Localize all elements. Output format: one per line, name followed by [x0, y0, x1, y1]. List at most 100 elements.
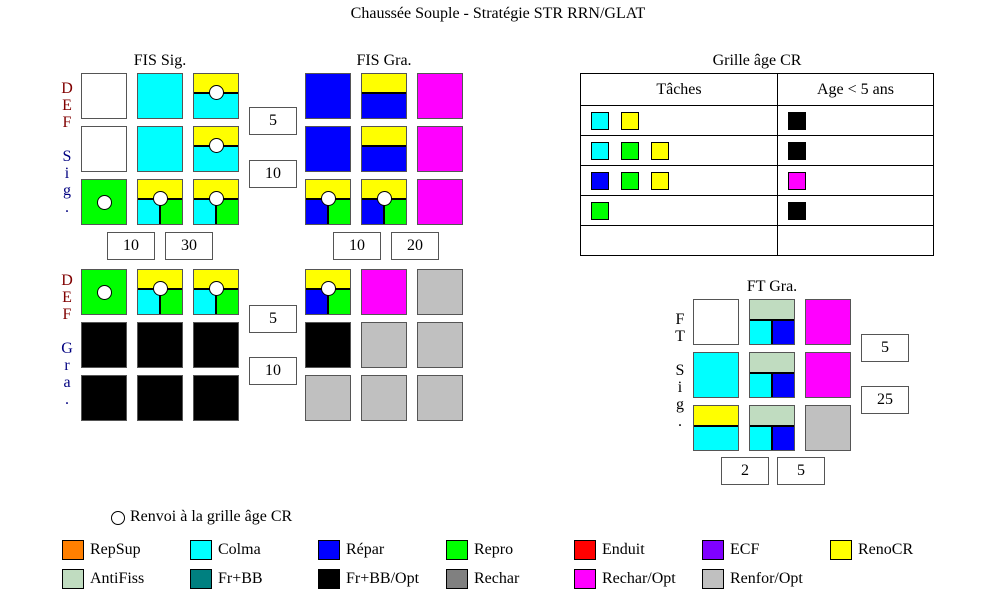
task-part — [362, 200, 383, 224]
legend-label: Enduit — [602, 541, 645, 558]
task-bottom — [362, 200, 406, 224]
grille-row — [580, 195, 935, 226]
fis-sig-threshold-1: 10 — [107, 232, 155, 260]
task-part — [362, 94, 406, 118]
task-bottom — [138, 290, 182, 314]
circle-icon — [209, 281, 224, 296]
axis-label-letter: i — [64, 165, 70, 182]
task-swatch-RenoCR — [651, 171, 669, 190]
legend-label: Fr+BB — [218, 570, 263, 587]
legend-label: RepSup — [90, 541, 141, 558]
axis-label-letter: T — [675, 328, 685, 345]
grille-row — [580, 135, 935, 166]
legend-swatch — [62, 540, 84, 560]
legend-item: Renfor/Opt — [702, 569, 803, 589]
task-swatch-Colma — [591, 141, 609, 160]
task-swatch-Fr+BB/Opt — [787, 111, 806, 130]
def-gra-threshold-2: 10 — [249, 357, 297, 385]
task-bottom — [138, 200, 182, 224]
legend-label: Colma — [218, 541, 261, 558]
legend-label: Rechar — [474, 570, 520, 587]
grille-tasks-cell — [580, 195, 778, 226]
grille-row — [580, 105, 935, 136]
axis-label-letter: a — [63, 374, 71, 391]
task-part — [159, 200, 182, 224]
fis-gra-cell — [417, 73, 463, 119]
def-gra-sig-cell — [193, 375, 239, 421]
grille-tasks-cell — [580, 225, 778, 256]
grille-title: Grille âge CR — [712, 52, 802, 69]
legend-item: Repro — [446, 540, 513, 560]
ft-gra-cell — [749, 405, 795, 451]
legend-item: AntiFiss — [62, 569, 144, 589]
ft-gra-title: FT Gra. — [746, 278, 798, 295]
fis-gra-threshold-1: 10 — [333, 232, 381, 260]
task-swatch-Rechar/Opt — [787, 171, 806, 190]
task-swatch-RenoCR — [621, 111, 639, 130]
circle-icon — [209, 85, 224, 100]
fis-gra-cell — [305, 73, 351, 119]
axis-label-letter: E — [62, 97, 72, 114]
def-gra-sig-cell — [193, 322, 239, 368]
task-top — [362, 74, 406, 94]
task-part — [771, 321, 794, 344]
axis-label-letter: g — [676, 396, 684, 413]
ft-gra-cell — [749, 299, 795, 345]
note-label: Renvoi à la grille âge CR — [130, 508, 293, 525]
legend-label: AntiFiss — [90, 570, 145, 587]
task-part — [771, 427, 794, 450]
fis-sig-cell — [81, 126, 127, 172]
task-bottom — [194, 290, 238, 314]
legend-swatch — [190, 569, 212, 589]
def-gra-gra-cell — [417, 269, 463, 315]
def-gra-sig-cell — [137, 375, 183, 421]
fis-sig-cell — [137, 73, 183, 119]
legend-item: Répar — [318, 540, 384, 560]
task-part — [159, 290, 182, 314]
fis-gra-cell — [417, 179, 463, 225]
task-bottom — [362, 94, 406, 118]
header-age: Age < 5 ans — [776, 73, 935, 106]
legend-swatch — [446, 540, 468, 560]
legend-label: Rechar/Opt — [602, 570, 676, 587]
task-bottom — [306, 200, 350, 224]
fis-gra-cell — [361, 126, 407, 172]
legend-label: ECF — [730, 541, 760, 558]
task-part — [383, 200, 406, 224]
legend-item: Rechar — [446, 569, 519, 589]
task-part — [138, 200, 159, 224]
task-part — [194, 290, 215, 314]
legend-item: Rechar/Opt — [574, 569, 676, 589]
legend-item: RepSup — [62, 540, 141, 560]
axis-label-letter: E — [62, 289, 72, 306]
axis-label-letter: G — [61, 340, 73, 357]
legend-item: ECF — [702, 540, 759, 560]
task-bottom — [694, 427, 738, 450]
task-bottom — [750, 427, 794, 450]
grille-tasks-cell — [580, 135, 778, 166]
task-part — [327, 200, 350, 224]
circle-icon — [153, 281, 168, 296]
task-part — [138, 290, 159, 314]
legend-swatch — [702, 569, 724, 589]
axis-label-letter: F — [675, 311, 685, 328]
def-gra-gra-cell — [361, 375, 407, 421]
legend-swatch — [574, 569, 596, 589]
def-sig-threshold-2: 10 — [249, 160, 297, 188]
axis-label-letter: F — [62, 114, 72, 131]
def-gra-gra-cell — [361, 322, 407, 368]
ft-gra-cell — [805, 405, 851, 451]
task-part — [306, 200, 327, 224]
legend-swatch — [190, 540, 212, 560]
fis-sig-threshold-2: 30 — [165, 232, 213, 260]
def-gra-sig-cell — [81, 322, 127, 368]
legend-item: Colma — [190, 540, 261, 560]
task-swatch-Repro — [621, 141, 639, 160]
grille-tasks-cell — [580, 165, 778, 196]
def-gra-gra-cell — [361, 269, 407, 315]
fis-gra-title: FIS Gra. — [356, 52, 412, 69]
page-title: Chaussée Souple - Stratégie STR RRN/GLAT — [350, 5, 646, 22]
fis-gra-cell — [305, 126, 351, 172]
